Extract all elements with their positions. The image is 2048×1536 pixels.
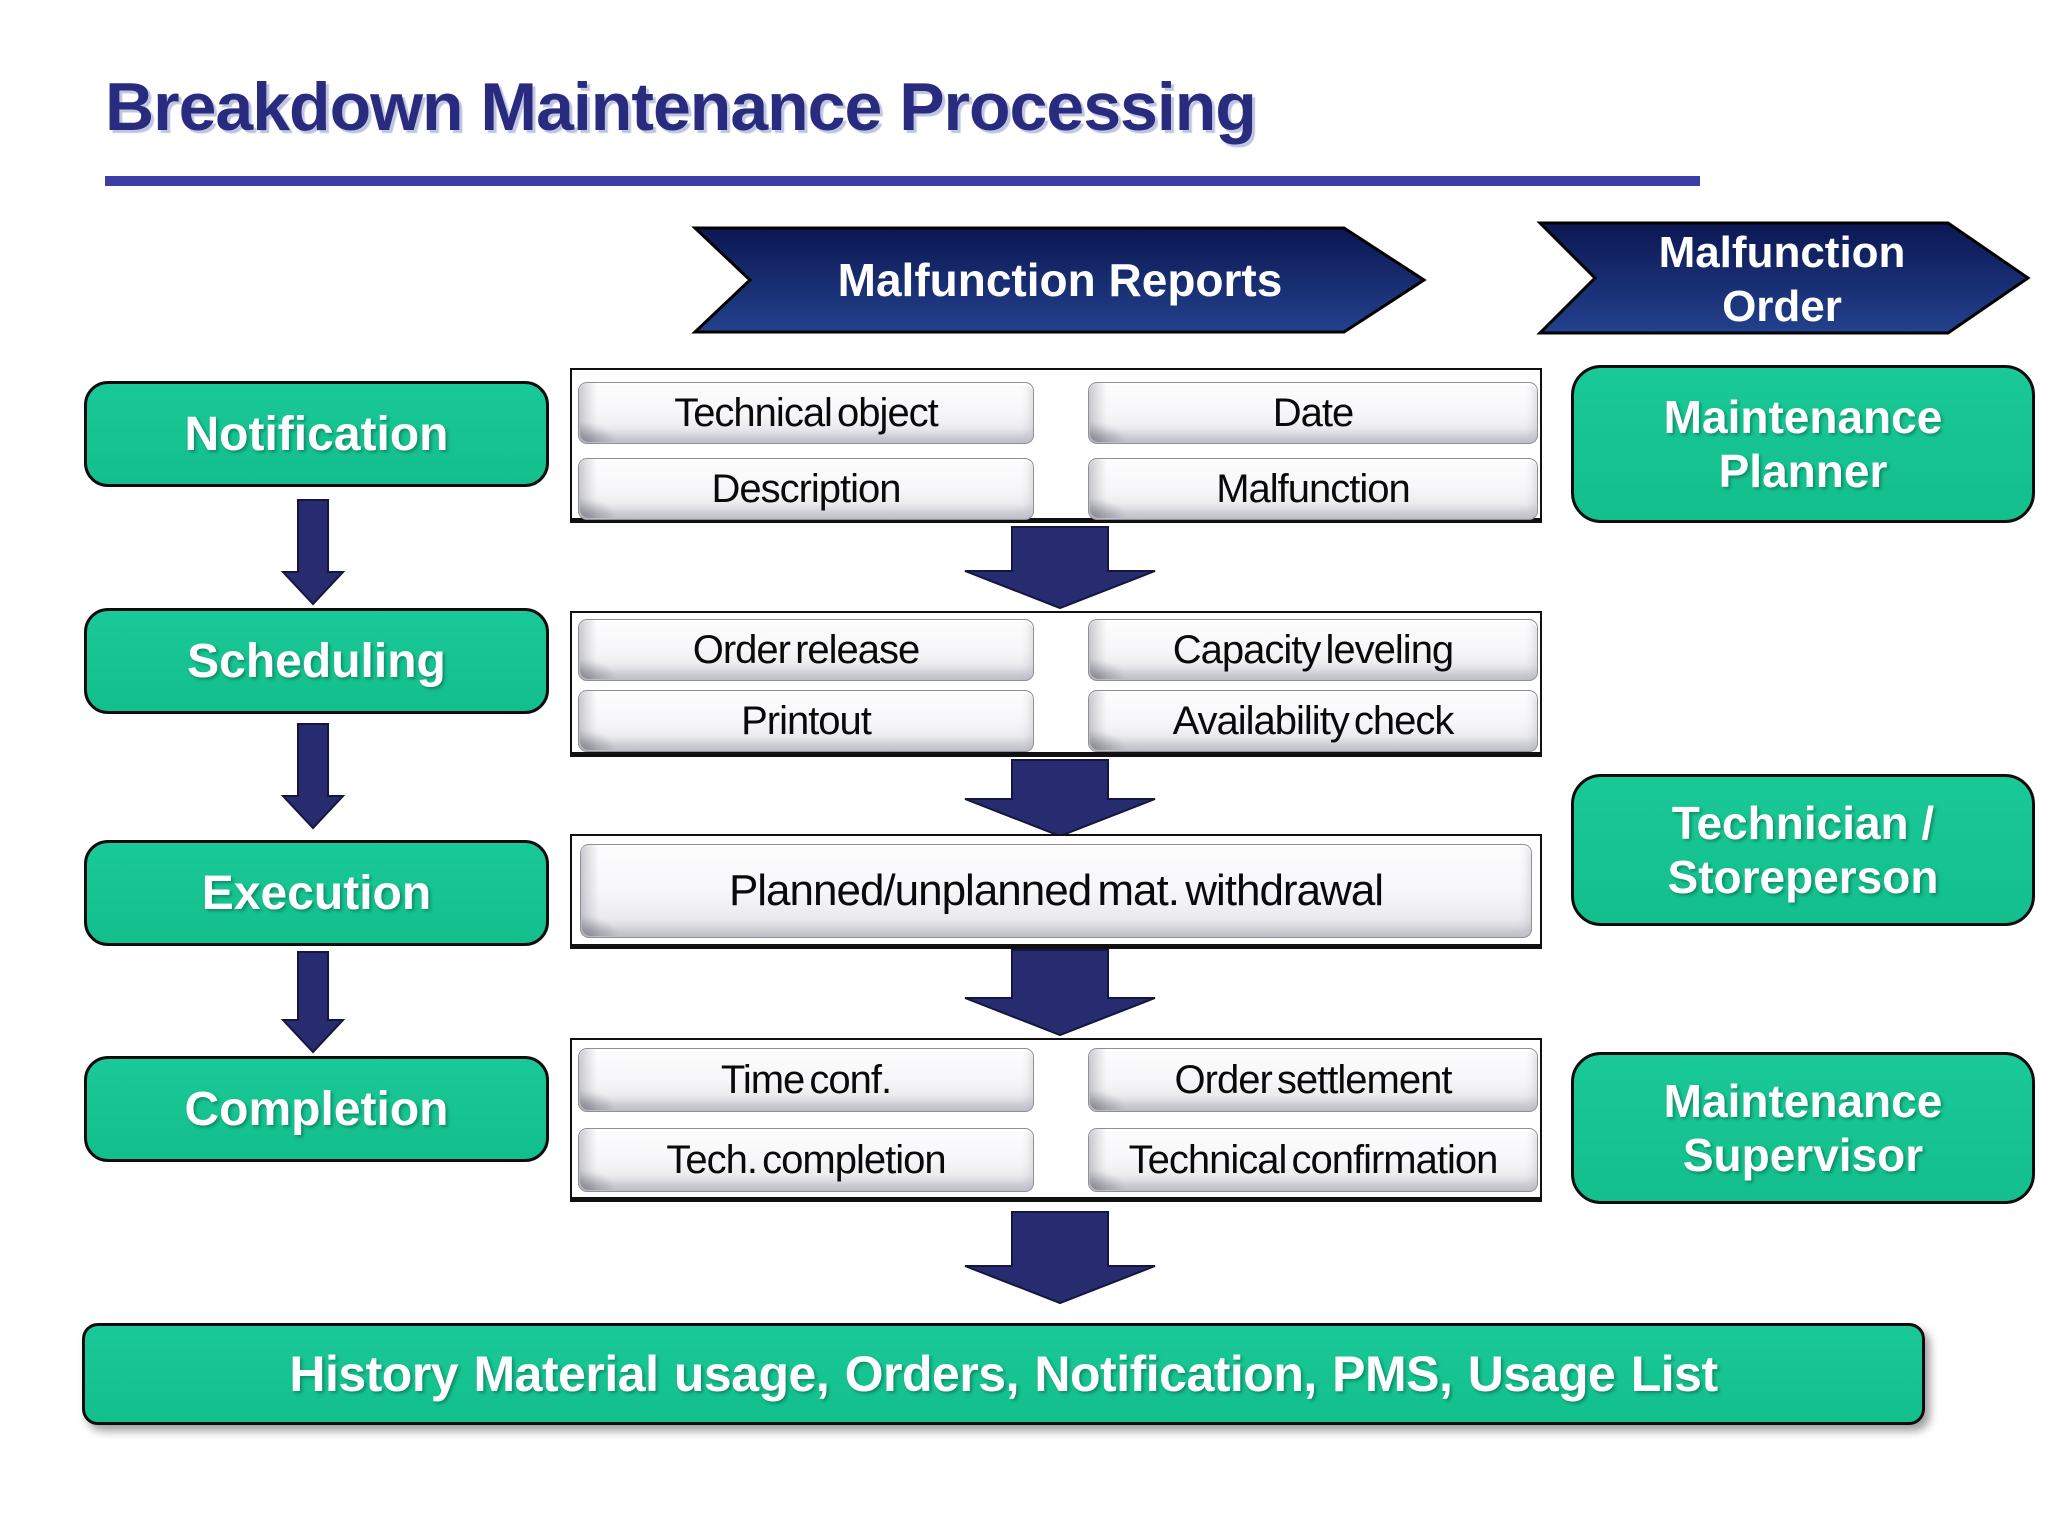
down-arrow-icon (964, 759, 1156, 838)
stage-box-scheduling: Scheduling (84, 608, 549, 714)
task-button-malfunction: Malfunction (1088, 458, 1538, 520)
role-label-line2: Storeperson (1667, 851, 1939, 903)
task-button-label: Tech. completion (666, 1137, 946, 1182)
down-arrow-icon (964, 949, 1156, 1037)
chevron-banner-malfunction-reports (691, 226, 1427, 334)
history-summary-text: History Material usage, Orders, Notifica… (289, 1346, 1718, 1402)
stage-box-notification: Notification (84, 381, 549, 487)
task-button-order-settlement: Order settlement (1088, 1048, 1538, 1112)
task-button-order-release: Order release (578, 619, 1034, 681)
stage-label: Scheduling (187, 634, 446, 688)
task-button-label: Time conf. (720, 1057, 892, 1102)
stage-box-completion: Completion (84, 1056, 549, 1162)
down-arrow-icon (280, 951, 346, 1054)
title-underline-rule (105, 176, 1700, 186)
down-arrow-icon (280, 499, 346, 606)
stage-box-execution: Execution (84, 840, 549, 946)
banner-label-malfunction-order: Malfunction Order (1598, 226, 1966, 334)
down-arrow-icon (964, 526, 1156, 610)
task-button-label: Malfunction (1216, 466, 1411, 511)
task-button-technical-object: Technical object (578, 382, 1034, 444)
task-button-date: Date (1088, 382, 1538, 444)
banner-label-malfunction-reports: Malfunction Reports (750, 228, 1370, 332)
task-button-label: Technical object (674, 390, 939, 435)
role-label-line2: Supervisor (1682, 1129, 1924, 1181)
task-button-label: Technical confirmation (1128, 1137, 1499, 1182)
role-box-maintenance-supervisor: Maintenance Supervisor (1571, 1052, 2035, 1204)
role-label-line1: Maintenance (1663, 1074, 1943, 1127)
panel-completion-tasks: Time conf. Order settlement Tech. comple… (570, 1038, 1542, 1202)
task-button-material-withdrawal: Planned/unplanned mat. withdrawal (580, 844, 1532, 938)
task-button-label: Order release (692, 627, 921, 672)
role-label-line1: Technician / (1671, 796, 1935, 849)
banner-text: Malfunction Reports (837, 254, 1283, 306)
task-button-availability-check: Availability check (1088, 690, 1538, 752)
panel-execution-tasks: Planned/unplanned mat. withdrawal (570, 834, 1542, 949)
task-button-printout: Printout (578, 690, 1034, 752)
task-button-capacity-leveling: Capacity leveling (1088, 619, 1538, 681)
down-arrow-icon (964, 1211, 1156, 1305)
role-box-technician-storeperson: Technician / Storeperson (1571, 774, 2035, 926)
role-box-maintenance-planner: Maintenance Planner (1571, 365, 2035, 523)
task-button-technical-confirmation: Technical confirmation (1088, 1128, 1538, 1192)
task-button-time-conf: Time conf. (578, 1048, 1034, 1112)
task-button-label: Description (711, 466, 901, 511)
task-button-description: Description (578, 458, 1034, 520)
task-button-label: Capacity leveling (1172, 627, 1454, 672)
panel-scheduling-tasks: Order release Capacity leveling Printout… (570, 611, 1542, 757)
chevron-banner-malfunction-order (1536, 221, 2031, 335)
stage-label: Completion (184, 1082, 449, 1136)
task-button-label: Order settlement (1174, 1057, 1453, 1102)
history-summary-bar: History Material usage, Orders, Notifica… (82, 1323, 1925, 1425)
stage-label: Execution (201, 866, 432, 920)
task-button-tech-completion: Tech. completion (578, 1128, 1034, 1192)
panel-notification-tasks: Technical object Date Description Malfun… (570, 368, 1542, 523)
task-button-label: Planned/unplanned mat. withdrawal (728, 866, 1384, 915)
banner-text-line2: Order (1722, 282, 1842, 331)
role-label-line1: Maintenance (1663, 390, 1943, 443)
task-button-label: Printout (741, 698, 872, 743)
stage-label: Notification (184, 407, 449, 461)
down-arrow-icon (280, 723, 346, 830)
task-button-label: Date (1272, 390, 1354, 435)
banner-text-line1: Malfunction (1658, 228, 1906, 278)
role-label-line2: Planner (1718, 445, 1888, 497)
page-title: Breakdown Maintenance Processing (105, 69, 1257, 145)
task-button-label: Availability check (1172, 698, 1455, 743)
